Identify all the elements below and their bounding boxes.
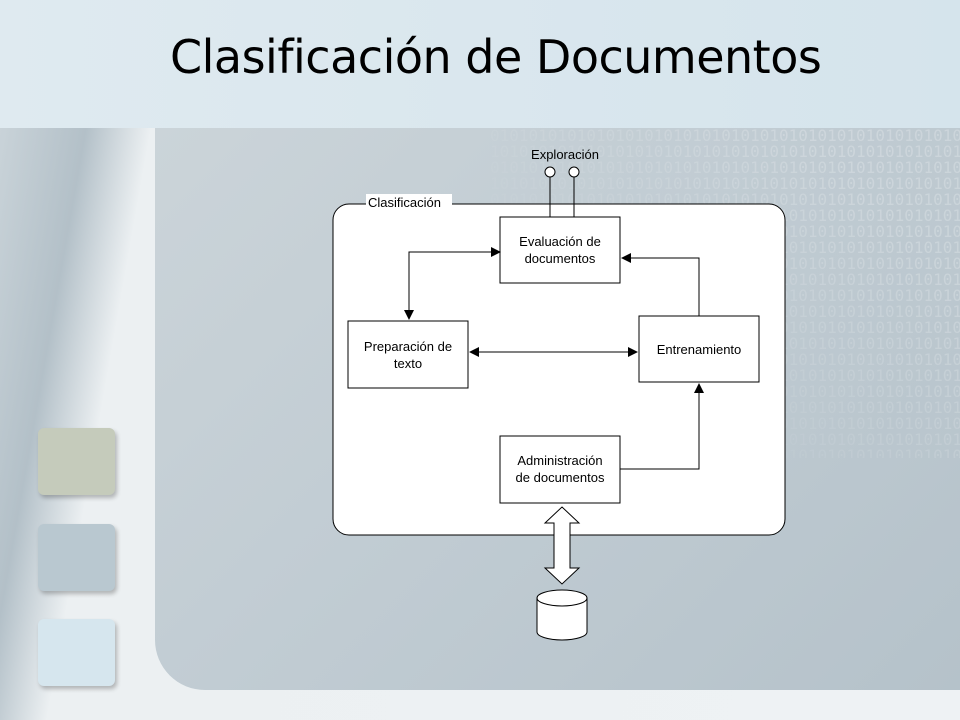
title-band	[0, 0, 960, 128]
node-administration-line-2: de documentos	[516, 470, 605, 485]
node-training: Entrenamiento	[638, 315, 760, 383]
node-evaluation: Evaluación de documentos	[499, 216, 621, 284]
node-preparation-line-1: Preparación de	[364, 339, 452, 354]
arrow-administration-training	[620, 383, 704, 470]
node-preparation: Preparación de texto	[347, 320, 469, 389]
decorative-square-3	[38, 619, 115, 686]
arrow-evaluation-preparation	[404, 247, 501, 320]
database-transfer-arrow	[543, 506, 581, 585]
exploration-port-right	[568, 166, 580, 178]
node-evaluation-line-2: documentos	[525, 251, 596, 266]
node-preparation-line-2: texto	[394, 356, 422, 371]
database-icon	[536, 589, 588, 641]
node-evaluation-line-1: Evaluación de	[519, 234, 601, 249]
slide-title: Clasificación de Documentos	[170, 30, 822, 84]
node-administration: Administración de documentos	[499, 435, 621, 504]
node-training-line-1: Entrenamiento	[657, 342, 742, 357]
exploration-label: Exploración	[531, 147, 599, 162]
node-administration-line-1: Administración	[517, 453, 602, 468]
exploration-port-left	[544, 166, 556, 178]
decorative-square-1	[38, 428, 115, 495]
decorative-square-2	[38, 524, 115, 591]
group-label: Clasificación	[368, 195, 441, 210]
group-label-background	[366, 194, 452, 212]
arrow-training-evaluation	[621, 253, 700, 316]
